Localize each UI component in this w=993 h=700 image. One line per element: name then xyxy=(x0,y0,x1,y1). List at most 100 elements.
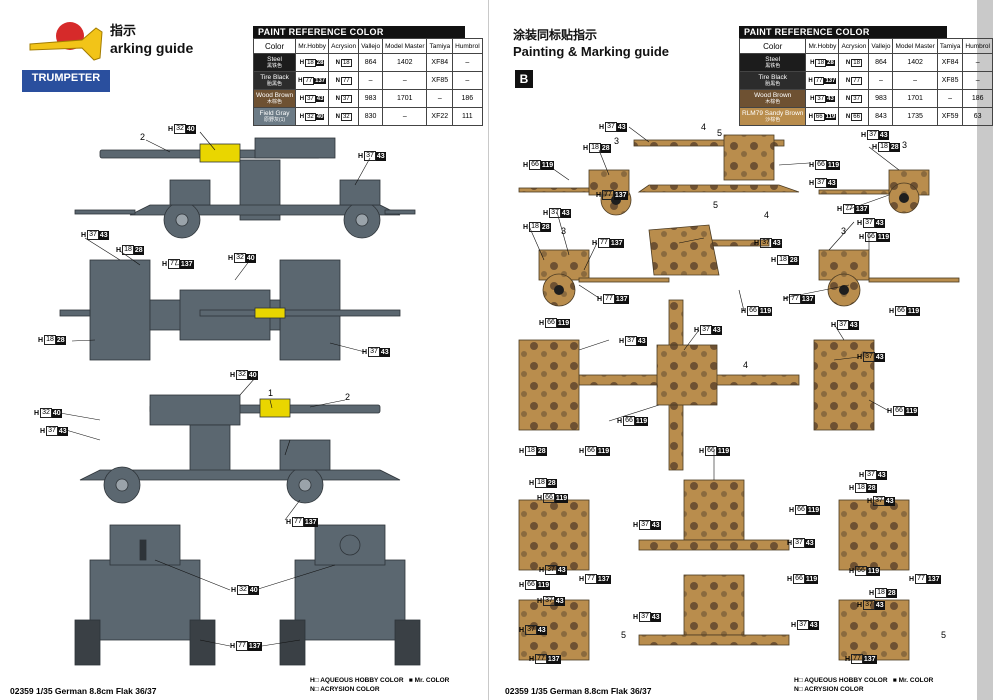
part-number: 3 xyxy=(614,136,620,146)
page-title-cn: 涂装同标贴指示 xyxy=(513,28,598,42)
instruction-page-left: TRUMPETER 指示 arking guide PAINT REFERENC… xyxy=(0,0,488,700)
rear-view xyxy=(279,524,421,666)
model-master-code: 1735 xyxy=(892,107,938,126)
flak-grey-artwork xyxy=(59,131,421,666)
humbrol-code: 63 xyxy=(962,107,993,126)
part-number: 5 xyxy=(717,128,723,138)
instruction-page-right: 涂装同标贴指示 Painting & Marking guide B PAINT… xyxy=(489,0,993,700)
front-view xyxy=(74,524,216,666)
part-number: 5 xyxy=(713,200,719,210)
trumpeter-logo: TRUMPETER xyxy=(22,14,110,94)
part-number: 3 xyxy=(902,140,908,150)
part-number: 5 xyxy=(621,630,627,640)
page-footer: 02359 1/35 German 8.8cm Flak 36/37 xyxy=(10,686,157,696)
model-master-code: – xyxy=(382,107,428,126)
side-view-top xyxy=(74,137,416,239)
part-number: 1 xyxy=(268,388,274,398)
color-legend: H□ AQUEOUS HOBBY COLOR ■ Mr. COLOR N□ AC… xyxy=(794,677,934,693)
flak-camo-artwork xyxy=(518,126,960,661)
color-legend: H□ AQUEOUS HOBBY COLOR ■ Mr. COLOR N□ AC… xyxy=(310,677,450,693)
humbrol-code: 111 xyxy=(452,107,483,126)
part-number: 4 xyxy=(701,122,707,132)
part-number: 4 xyxy=(764,210,770,220)
page-title-en: arking guide xyxy=(110,40,194,56)
paint-table-title: PAINT REFERENCE COLOR xyxy=(739,26,947,38)
side-view-bottom xyxy=(79,394,401,504)
page-title-cn: 指示 xyxy=(110,23,137,38)
paint-reference-table: Color Mr.Hobby Acrysion Vallejo Model Ma… xyxy=(252,38,483,126)
paint-table-title: PAINT REFERENCE COLOR xyxy=(253,26,465,38)
part-number: 2 xyxy=(345,392,351,402)
page-title-en: Painting & Marking guide xyxy=(513,44,670,59)
page-footer: 02359 1/35 German 8.8cm Flak 36/37 xyxy=(505,686,652,696)
